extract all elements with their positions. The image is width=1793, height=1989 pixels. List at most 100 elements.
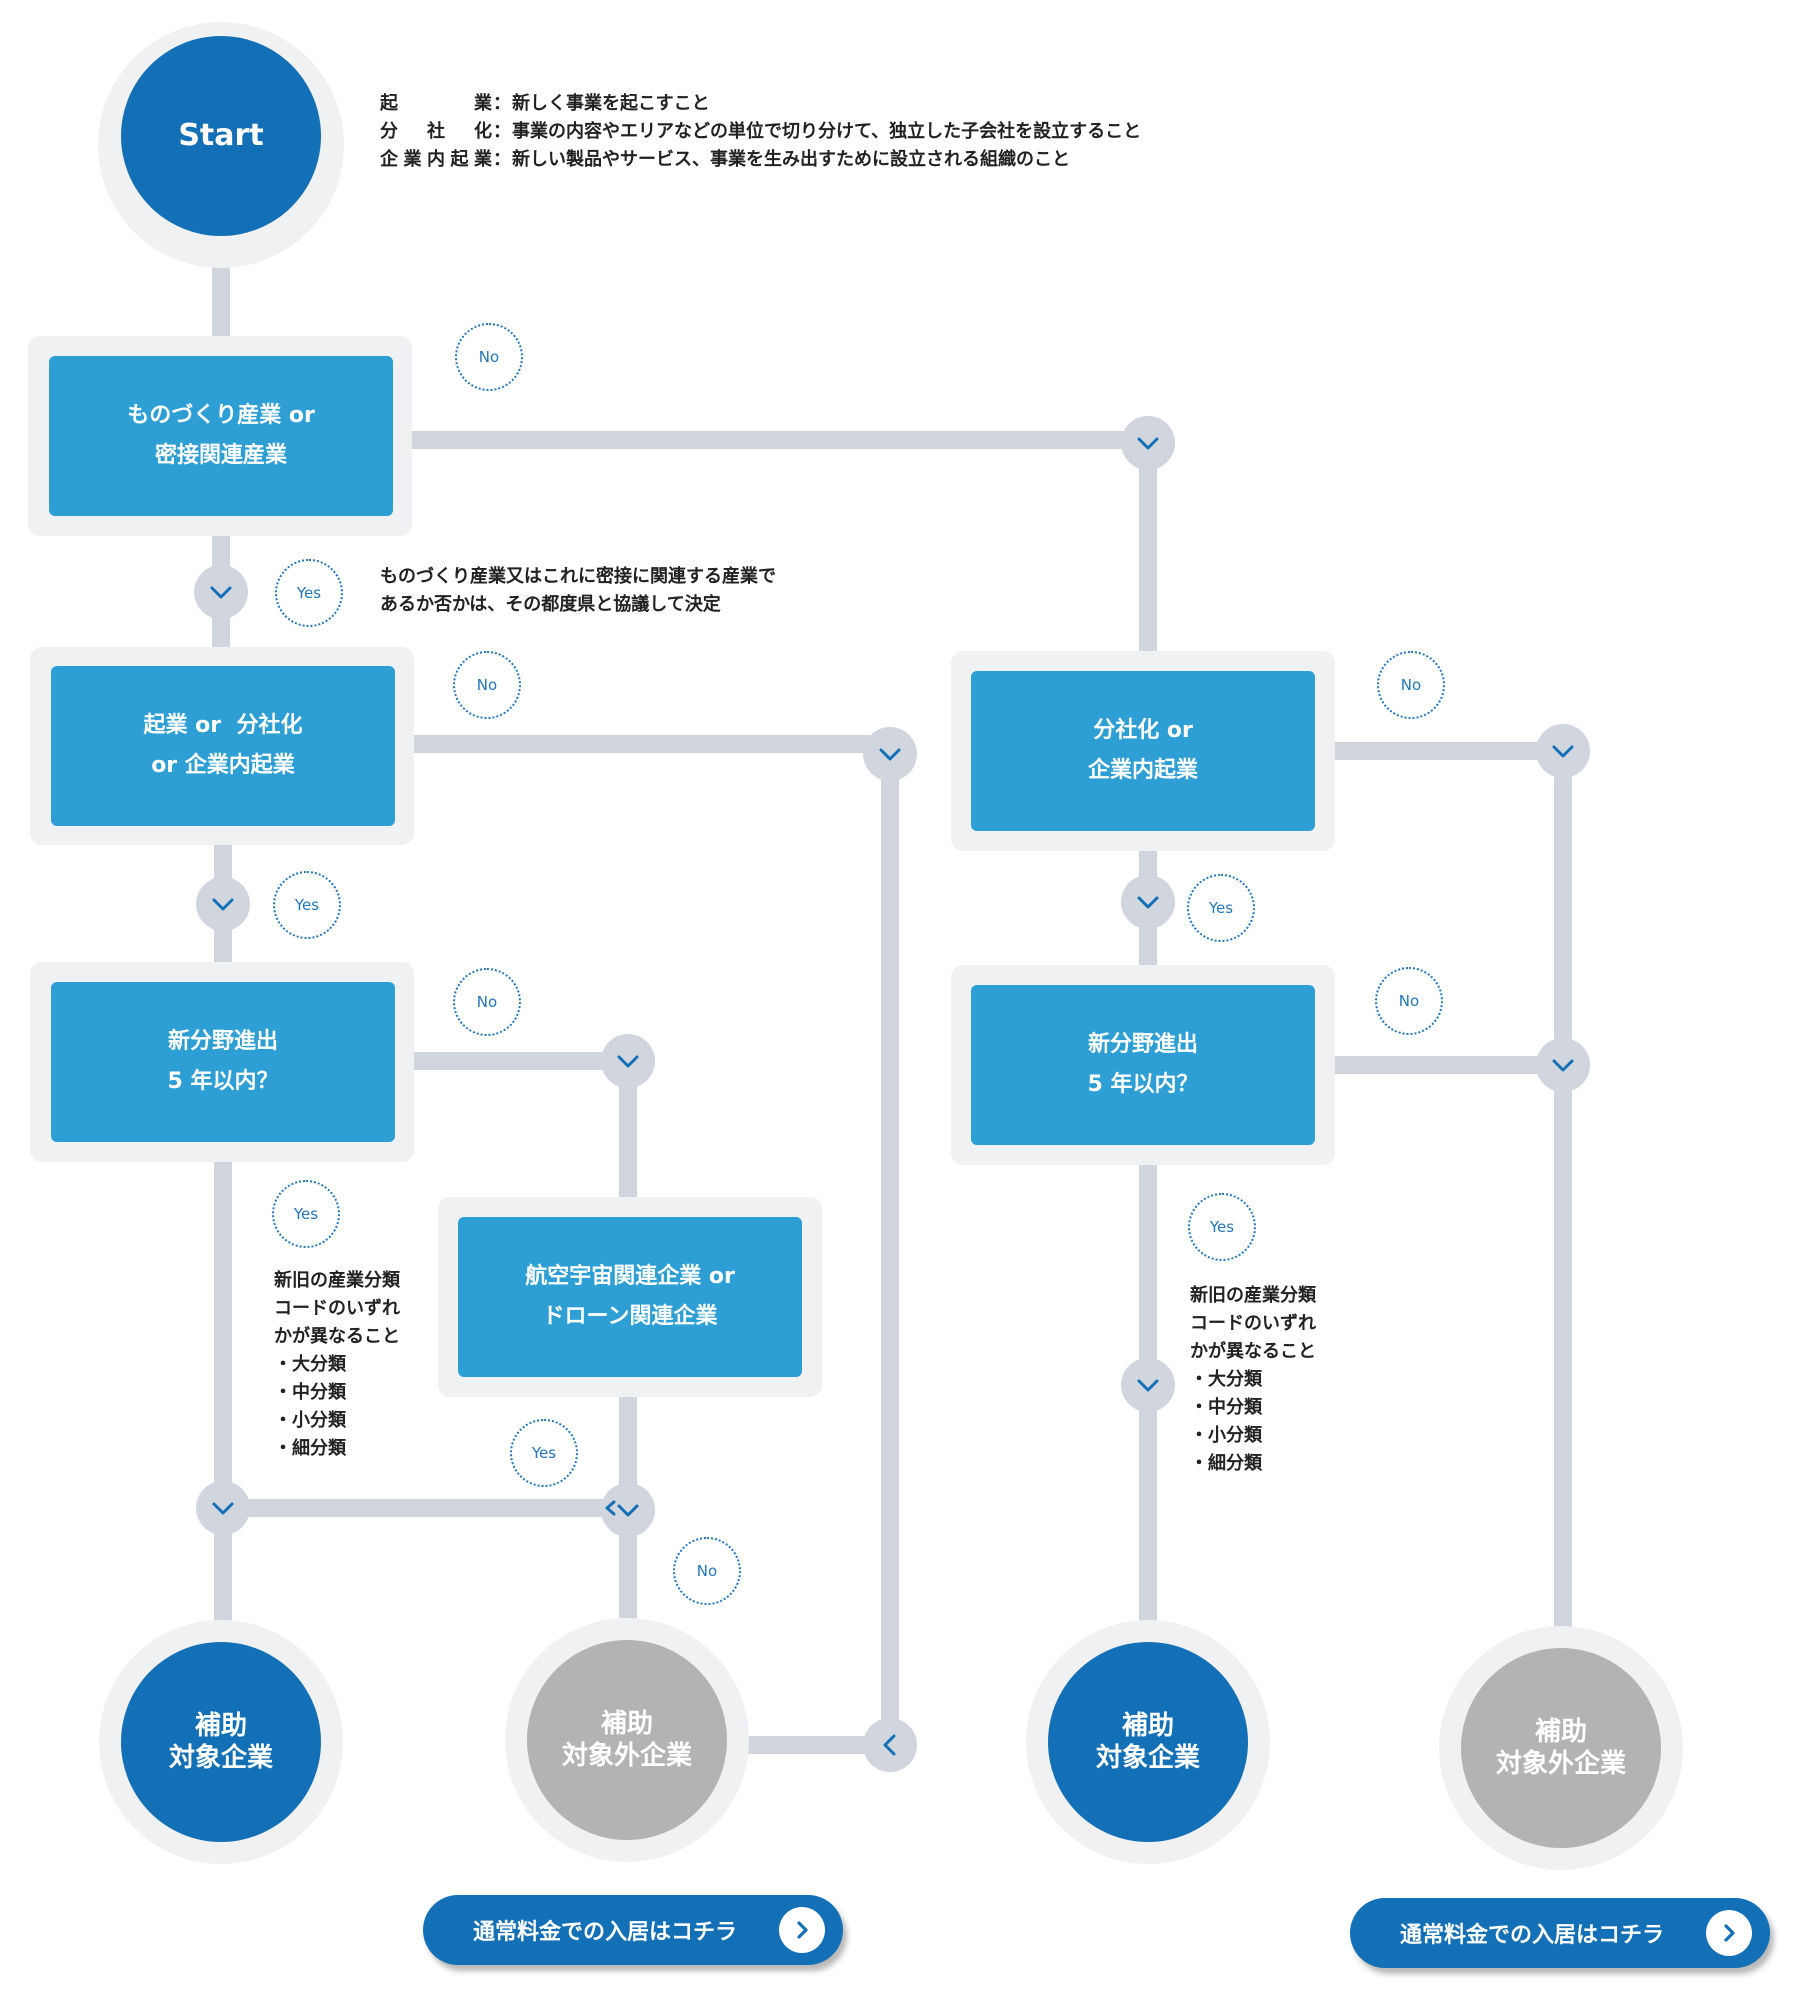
definition-row: 企業内起業：新しい製品やサービス、事業を生み出すために設立される組織のこと <box>380 146 1141 174</box>
box-line: 分社化 or <box>1093 718 1193 743</box>
chevron-down-icon <box>212 898 234 911</box>
box-line: 新分野進出 <box>1087 1032 1198 1057</box>
chevron-down-icon <box>212 1502 234 1515</box>
note-line: ・大分類 <box>274 1354 346 1375</box>
result-line: 補助 <box>194 1711 247 1741</box>
chevron-knob <box>1536 724 1590 778</box>
result-line: 対象企業 <box>1095 1743 1200 1773</box>
classification-note-right: 新旧の産業分類 コードのいずれ かが異なること ・大分類 ・中分類 ・小分類 ・… <box>1190 1282 1316 1478</box>
definition-term: 起業 <box>380 93 492 114</box>
result-eligible-right: 補助 対象企業 <box>1048 1642 1248 1842</box>
decision-box-aerospace: 航空宇宙関連企業 or ドローン関連企業 <box>458 1217 802 1377</box>
box-line: 起業 or 分社化 <box>143 713 303 738</box>
classification-note-left: 新旧の産業分類 コードのいずれ かが異なること ・大分類 ・中分類 ・小分類 ・… <box>274 1267 400 1463</box>
chevron-down-icon <box>210 586 232 599</box>
note-line: かが異なること <box>274 1326 400 1347</box>
chevron-knob <box>863 1718 917 1772</box>
box-line: ドローン関連企業 <box>542 1304 718 1329</box>
result-line: 補助 <box>600 1709 653 1739</box>
no-label: No <box>1377 651 1445 719</box>
box-line: 5 年以内？ <box>1087 1072 1199 1097</box>
box-line: 企業内起業 <box>1087 758 1198 783</box>
note-line: ・大分類 <box>1190 1369 1262 1390</box>
decision-box-new-field-right: 新分野進出 5 年以内？ <box>971 985 1315 1145</box>
yes-label: Yes <box>273 871 341 939</box>
definition-desc: 新しく事業を起こすこと <box>512 93 710 114</box>
decision-box-new-field-left: 新分野進出 5 年以内？ <box>51 982 395 1142</box>
chevron-knob <box>194 565 248 619</box>
definition-term: 企業内起業 <box>380 149 492 170</box>
decision-box-manufacturing: ものづくり産業 or 密接関連産業 <box>49 356 393 516</box>
definition-row: 起業：新しく事業を起こすこと <box>380 90 1141 118</box>
chevron-knob <box>1121 875 1175 929</box>
chevron-knob <box>1121 416 1175 470</box>
normal-rate-button-left[interactable]: 通常料金での入居はコチラ <box>423 1895 843 1965</box>
note-line: コードのいずれ <box>274 1298 400 1319</box>
chevron-knob <box>196 1481 250 1535</box>
chevron-down-icon <box>1552 1059 1574 1072</box>
definitions-list: 起業：新しく事業を起こすこと 分社化：事業の内容やエリアなどの単位で切り分けて、… <box>380 90 1141 174</box>
chevron-knob <box>1121 1358 1175 1412</box>
decision-box-startup: 起業 or 分社化 or 企業内起業 <box>51 666 395 826</box>
chevron-right-icon <box>779 1907 825 1953</box>
box-line: or 企業内起業 <box>151 753 295 778</box>
result-line: 補助 <box>1534 1717 1587 1747</box>
no-label: No <box>453 651 521 719</box>
result-line: 対象企業 <box>168 1743 273 1773</box>
chevron-knob <box>601 1034 655 1088</box>
box-line: ものづくり産業 or <box>127 403 315 428</box>
no-label: No <box>1375 967 1443 1035</box>
chevron-knob <box>863 727 917 781</box>
connector-line <box>395 1052 637 1197</box>
result-line: 対象外企業 <box>1495 1749 1626 1779</box>
chevron-left-icon <box>605 1500 616 1516</box>
chevron-down-icon <box>1137 437 1159 450</box>
start-label: Start <box>178 118 264 153</box>
cta-label: 通常料金での入居はコチラ <box>1400 1923 1665 1948</box>
note-line: ・細分類 <box>1190 1453 1262 1474</box>
chevron-right-icon <box>1706 1910 1752 1956</box>
connector-line <box>1315 742 1572 1648</box>
chevron-knob <box>196 877 250 931</box>
box-line: 航空宇宙関連企業 or <box>525 1264 735 1289</box>
no-label: No <box>453 968 521 1036</box>
manufacturing-note: ものづくり産業又はこれに密接に関連する産業で あるか否かは、その都度県と協議して… <box>380 563 776 619</box>
note-line: コードのいずれ <box>1190 1313 1316 1334</box>
start-node: Start <box>121 36 321 236</box>
no-label: No <box>673 1537 741 1605</box>
note-line: ・中分類 <box>274 1382 346 1403</box>
box-line: 5 年以内？ <box>167 1069 279 1094</box>
note-line: 新旧の産業分類 <box>274 1270 400 1291</box>
definition-colon: ： <box>493 121 511 142</box>
definition-term: 分社化 <box>380 121 492 142</box>
chevron-down-icon <box>1552 745 1574 758</box>
definition-desc: 新しい製品やサービス、事業を生み出すために設立される組織のこと <box>512 149 1070 170</box>
note-line: ・中分類 <box>1190 1397 1262 1418</box>
yes-label: Yes <box>1188 1193 1256 1261</box>
yes-label: Yes <box>272 1180 340 1248</box>
chevron-down-icon <box>617 1055 639 1068</box>
definition-colon: ： <box>493 93 511 114</box>
note-line: かが異なること <box>1190 1341 1316 1362</box>
chevron-down-icon <box>879 748 901 761</box>
decision-box-spinoff: 分社化 or 企業内起業 <box>971 671 1315 831</box>
chevron-left-icon <box>883 1734 896 1756</box>
yes-label: Yes <box>510 1419 578 1487</box>
yes-label: Yes <box>1187 874 1255 942</box>
yes-label: Yes <box>275 559 343 627</box>
definition-desc: 事業の内容やエリアなどの単位で切り分けて、独立した子会社を設立すること <box>512 121 1142 142</box>
note-line: ・小分類 <box>274 1410 346 1431</box>
normal-rate-button-right[interactable]: 通常料金での入居はコチラ <box>1350 1898 1770 1968</box>
chevron-down-icon <box>1137 1379 1159 1392</box>
definition-row: 分社化：事業の内容やエリアなどの単位で切り分けて、独立した子会社を設立すること <box>380 118 1141 146</box>
result-line: 補助 <box>1121 1711 1174 1741</box>
result-eligible-left: 補助 対象企業 <box>121 1642 321 1842</box>
note-line: ものづくり産業又はこれに密接に関連する産業で <box>380 566 776 587</box>
connector-line <box>393 431 1157 651</box>
box-line: 新分野進出 <box>167 1029 278 1054</box>
chevron-down-icon <box>1137 896 1159 909</box>
chevron-down-icon <box>617 1504 639 1517</box>
no-label: No <box>455 323 523 391</box>
chevron-knob <box>601 1483 655 1537</box>
